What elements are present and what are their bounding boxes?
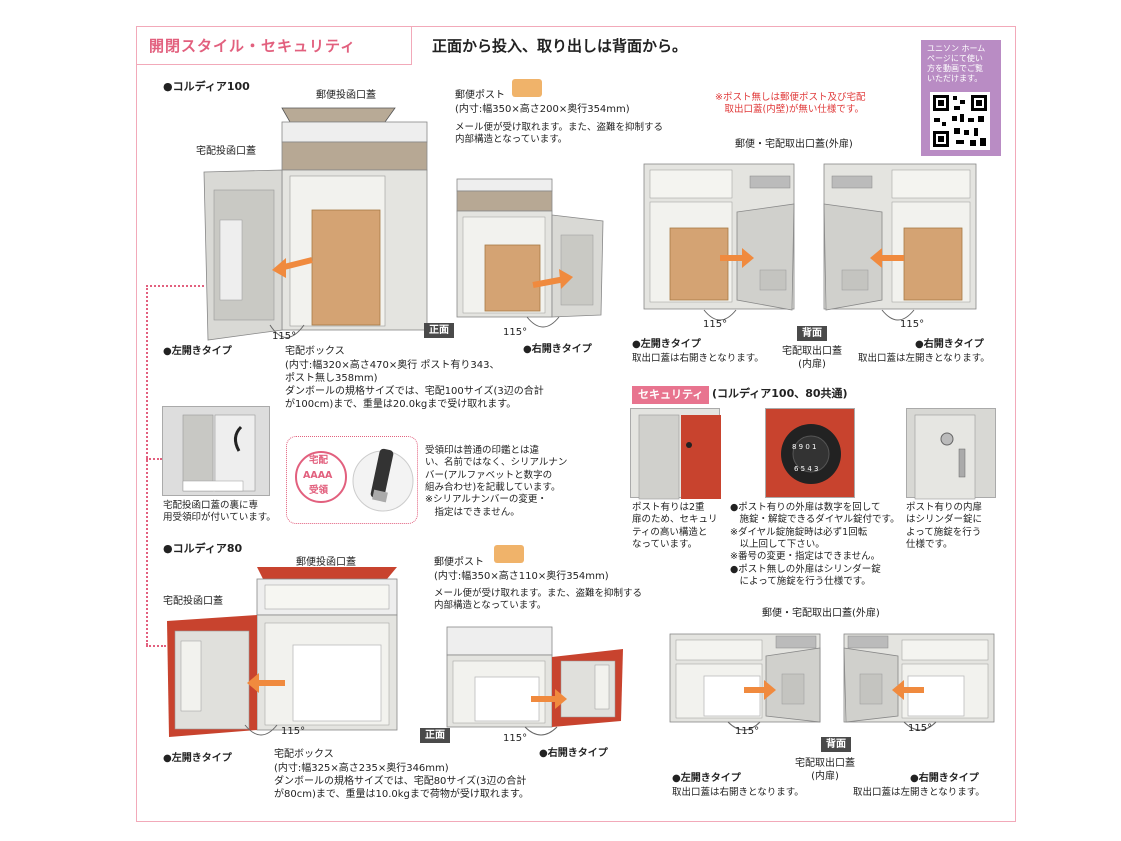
- c100-box-desc: (内寸:幅320×高さ470×奥行 ポスト有り343、 ポスト無し358mm) …: [285, 360, 544, 410]
- back100-inner-lid-label: 宅配取出口蓋 (内扉): [782, 346, 842, 370]
- svg-text:6 5 4 3: 6 5 4 3: [794, 465, 819, 473]
- stamp-location-photo: [162, 406, 270, 496]
- connector-line: [146, 285, 148, 645]
- security-p3: ポスト有りの内扉 はシリンダー錠に よって施錠を行う 仕様です。: [906, 502, 983, 551]
- c80-title: ●コルディア80: [163, 542, 243, 555]
- c80-angle-left: 115°: [281, 726, 306, 737]
- c100-right-type: ●右開きタイプ: [523, 344, 592, 355]
- back80-angle-left: 115°: [735, 726, 760, 737]
- stamp-caption: 宅配投函口蓋の裏に専 用受領印が付いています。: [163, 500, 276, 524]
- back100-outer-lid-label: 郵便・宅配取出口蓋(外扉): [735, 139, 853, 150]
- stamp-bot-text: 受領: [309, 485, 329, 496]
- svg-text:8 9 0 1: 8 9 0 1: [792, 443, 817, 451]
- section-title-tab: 開閉スタイル・セキュリティ: [137, 27, 412, 65]
- back100-illustration: [643, 163, 977, 321]
- back80-inner-lid-label: 宅配取出口蓋 (内扉): [795, 758, 855, 782]
- back100-angle-left: 115°: [703, 319, 728, 330]
- c100-mail-post-dims: (内寸:幅350×高さ200×奥行354mm): [455, 104, 630, 115]
- stamp-tool-icon: [352, 448, 414, 512]
- c80-mail-post-label: 郵便ポスト: [434, 557, 484, 568]
- back80-angle-right: 115°: [908, 723, 933, 734]
- back100-back-badge: 背面: [797, 326, 827, 341]
- back80-back-badge: 背面: [821, 737, 851, 752]
- c80-angle-right: 115°: [503, 733, 528, 744]
- back100-left-type: ●左開きタイプ: [632, 339, 701, 350]
- security-dial-lock-photo: 8 9 0 1 6 5 4 3: [765, 408, 855, 498]
- page-frame: [136, 26, 1016, 822]
- c100-delivery-lid-label: 宅配投函口蓋: [196, 146, 256, 157]
- c100-right-open-illustration: [456, 178, 604, 328]
- c100-front-badge: 正面: [424, 323, 454, 338]
- c100-mail-post-desc: メール便が受け取れます。また、盗難を抑制する 内部構造となっています。: [455, 122, 664, 146]
- qr-panel[interactable]: ユニソン ホーム ページにて使い 方を動画でご覧 いただけます。: [921, 40, 1001, 156]
- notice-text: ※ポスト無しは郵便ポスト及び宅配 取出口蓋(内壁)が無い仕様です。: [715, 92, 866, 116]
- section-title: 開閉スタイル・セキュリティ: [149, 37, 357, 55]
- back100-right-desc: 取出口蓋は左開きとなります。: [858, 353, 990, 364]
- c100-box-label: 宅配ボックス: [285, 346, 345, 357]
- connector-line: [146, 645, 166, 647]
- c100-mail-post-label: 郵便ポスト: [455, 90, 505, 101]
- back80-left-desc: 取出口蓋は右開きとなります。: [672, 787, 804, 798]
- c100-mail-lid-label: 郵便投函口蓋: [316, 90, 376, 101]
- c80-right-open-illustration: [446, 626, 623, 736]
- stamp-desc: 受領印は普通の印鑑とは違 い、名前ではなく、シリアルナン バー(アルファベットと…: [425, 445, 568, 518]
- c100-angle-left: 115°: [272, 331, 297, 342]
- connector-line: [146, 458, 162, 460]
- stamp-panel: 宅配 AAAA 受領: [286, 436, 418, 524]
- c80-right-type: ●右開きタイプ: [539, 748, 608, 759]
- c100-title: ●コルディア100: [163, 80, 250, 93]
- c100-left-type: ●左開きタイプ: [163, 346, 232, 357]
- stamp-top-text: 宅配: [309, 455, 329, 466]
- stamp-seal-icon: [295, 451, 347, 503]
- c100-left-open-illustration: [203, 107, 428, 341]
- back80-right-type: ●右開きタイプ: [910, 773, 979, 784]
- security-label: セキュリティ: [632, 386, 710, 405]
- back80-outer-lid-label: 郵便・宅配取出口蓋(外扉): [762, 608, 880, 619]
- c80-mail-post-dims: (内寸:幅350×高さ110×奥行354mm): [434, 571, 609, 582]
- security-p2: ●ポスト有りの外扉は数字を回して 施錠・解錠できるダイヤル錠付です。 ※ダイヤル…: [730, 502, 900, 588]
- security-cylinder-lock-photo: [906, 408, 996, 500]
- back80-left-type: ●左開きタイプ: [672, 773, 741, 784]
- c80-mail-lid-label: 郵便投函口蓋: [296, 557, 356, 568]
- qr-text: ユニソン ホーム ページにて使い 方を動画でご覧 いただけます。: [927, 44, 986, 83]
- qr-code-icon[interactable]: [930, 92, 990, 150]
- c80-left-open-illustration: [167, 567, 398, 737]
- security-p1: ポスト有りは2重 扉のため、セキュリ ティの高い構造と なっています。: [632, 502, 718, 551]
- back100-angle-right: 115°: [900, 319, 925, 330]
- c80-delivery-lid-label: 宅配投函口蓋: [163, 596, 223, 607]
- mail-badge-icon: [512, 79, 542, 97]
- security-title: (コルディア100、80共通): [712, 387, 848, 400]
- back80-right-desc: 取出口蓋は左開きとなります。: [853, 787, 985, 798]
- mail-badge-icon: [494, 545, 524, 563]
- connector-line: [146, 285, 204, 287]
- c80-left-type: ●左開きタイプ: [163, 753, 232, 764]
- c100-angle-right: 115°: [503, 327, 528, 338]
- back80-illustration: [669, 633, 995, 731]
- c80-mail-post-desc: メール便が受け取れます。また、盗難を抑制する 内部構造となっています。: [434, 588, 643, 612]
- stamp-mid-text: AAAA: [303, 470, 333, 481]
- headline: 正面から投入、取り出しは背面から。: [432, 37, 688, 55]
- c80-box-desc: (内寸:幅325×高さ235×奥行346mm) ダンボールの規格サイズでは、宅配…: [274, 763, 529, 800]
- back100-right-type: ●右開きタイプ: [915, 339, 984, 350]
- back100-left-desc: 取出口蓋は右開きとなります。: [632, 353, 764, 364]
- security-double-door-photo: [630, 408, 721, 500]
- c80-box-label: 宅配ボックス: [274, 749, 334, 760]
- c80-front-badge: 正面: [420, 728, 450, 743]
